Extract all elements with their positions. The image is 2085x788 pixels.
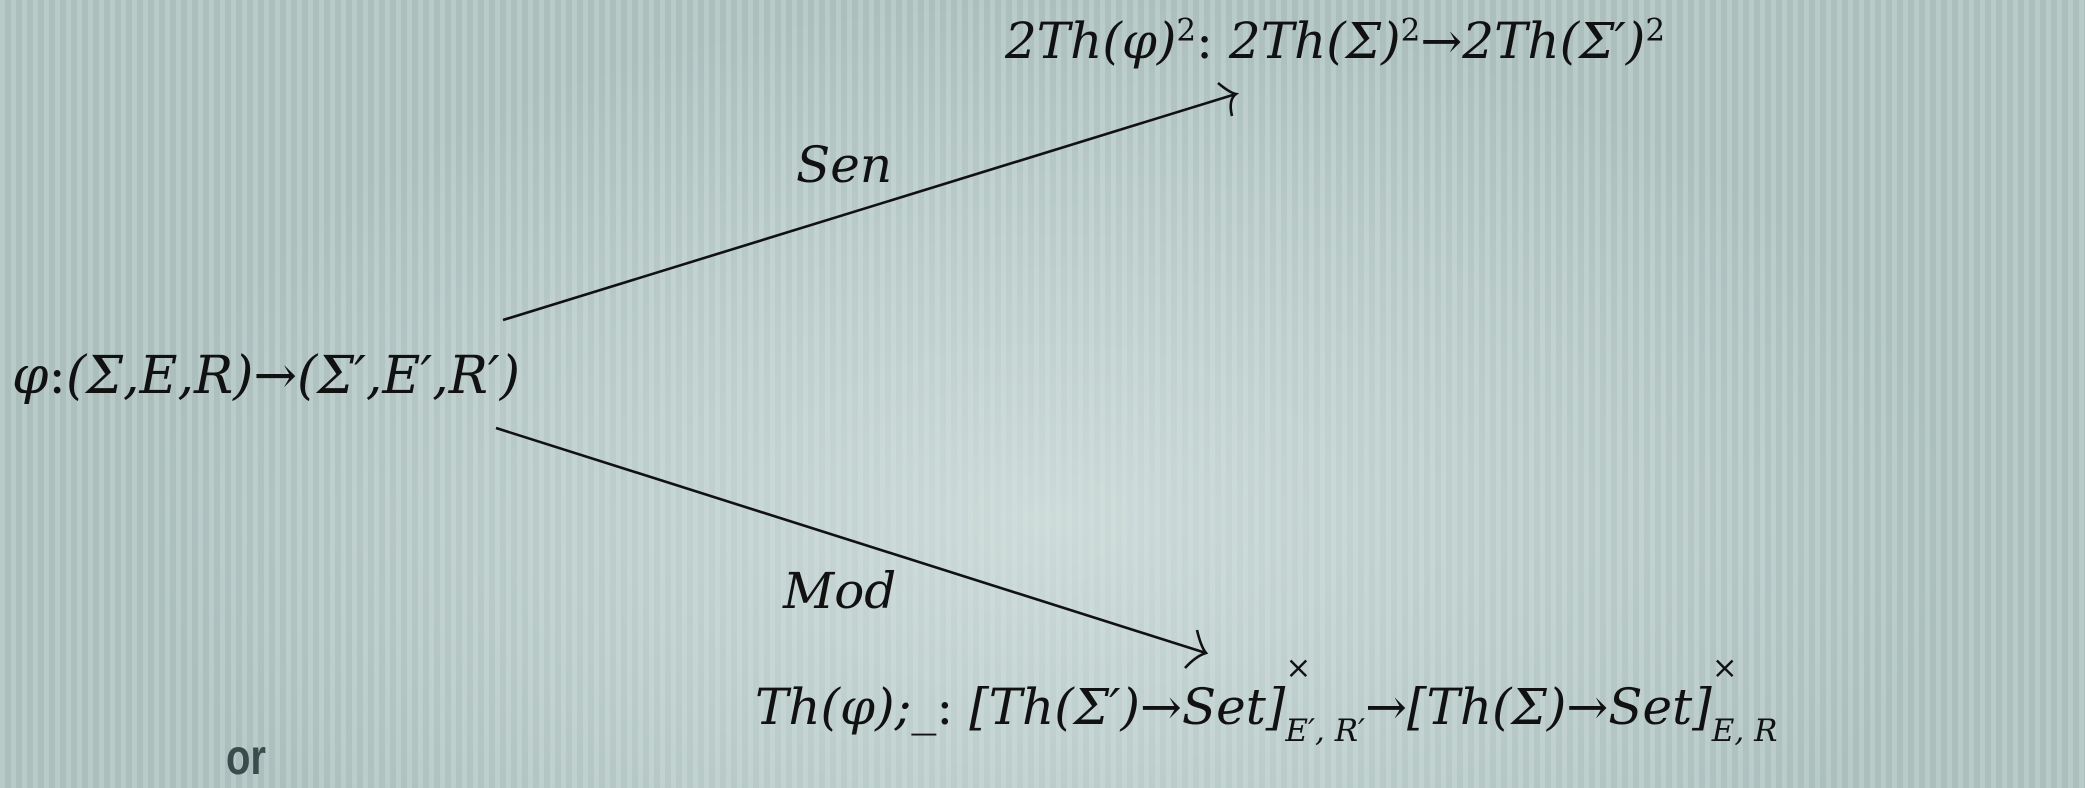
bottom-lhs-sup: × [1285, 650, 1312, 687]
bottom-rhs: [Th(Σ)→Set] [1406, 678, 1712, 736]
top-suffix: 2Th(Σ′) [1462, 12, 1646, 70]
sen-arrow-head [1217, 82, 1240, 117]
source-colon: : [48, 346, 66, 406]
source-head: φ [12, 346, 49, 406]
footer-or-text: or [226, 729, 266, 785]
top-exp3: 2 [1645, 12, 1666, 49]
bottom-arrow: → [1365, 678, 1407, 736]
bottom-rhs-sub: E, R [1711, 713, 1778, 750]
source-node-signature-morphism: φ:(Σ,E,R)→(Σ′,E′,R′) [12, 346, 520, 406]
source-lhs: (Σ,E,R) [65, 346, 254, 406]
top-exp2: 2 [1400, 12, 1421, 49]
bottom-colon: : [936, 678, 954, 736]
bottom-prefix: Th(φ);_ [755, 678, 937, 736]
bottom-node-mod-reduct: Th(φ);_: [Th(Σ′)→Set]×E′, R′→[Th(Σ)→Set]… [755, 650, 1778, 749]
mod-arrow-line [495, 426, 1207, 655]
top-prefix: 2Th(φ) [1005, 12, 1177, 70]
source-arrow: → [253, 346, 298, 406]
bottom-lhs-scripts: × E′, R′ [1285, 650, 1365, 749]
mod-arrow-label: Mod [783, 562, 897, 620]
mod-arrow-head [1184, 629, 1209, 669]
bottom-rhs-scripts: × E, R [1712, 650, 1778, 749]
bottom-rhs-sup: × [1711, 650, 1738, 687]
sen-arrow-line [502, 92, 1237, 322]
bottom-lhs: [Th(Σ′)→Set] [969, 678, 1286, 736]
top-colon: : [1196, 12, 1213, 70]
source-rhs: (Σ′,E′,R′) [297, 346, 520, 406]
top-arrow: → [1420, 12, 1463, 70]
sen-arrow-label: Sen [796, 136, 893, 194]
top-mid: 2Th(Σ) [1228, 12, 1401, 70]
top-exp1: 2 [1176, 12, 1197, 49]
top-node-sen-translation: 2Th(φ)2: 2Th(Σ)2→2Th(Σ′)2 [1005, 12, 1665, 70]
bottom-lhs-sub: E′, R′ [1285, 713, 1366, 750]
